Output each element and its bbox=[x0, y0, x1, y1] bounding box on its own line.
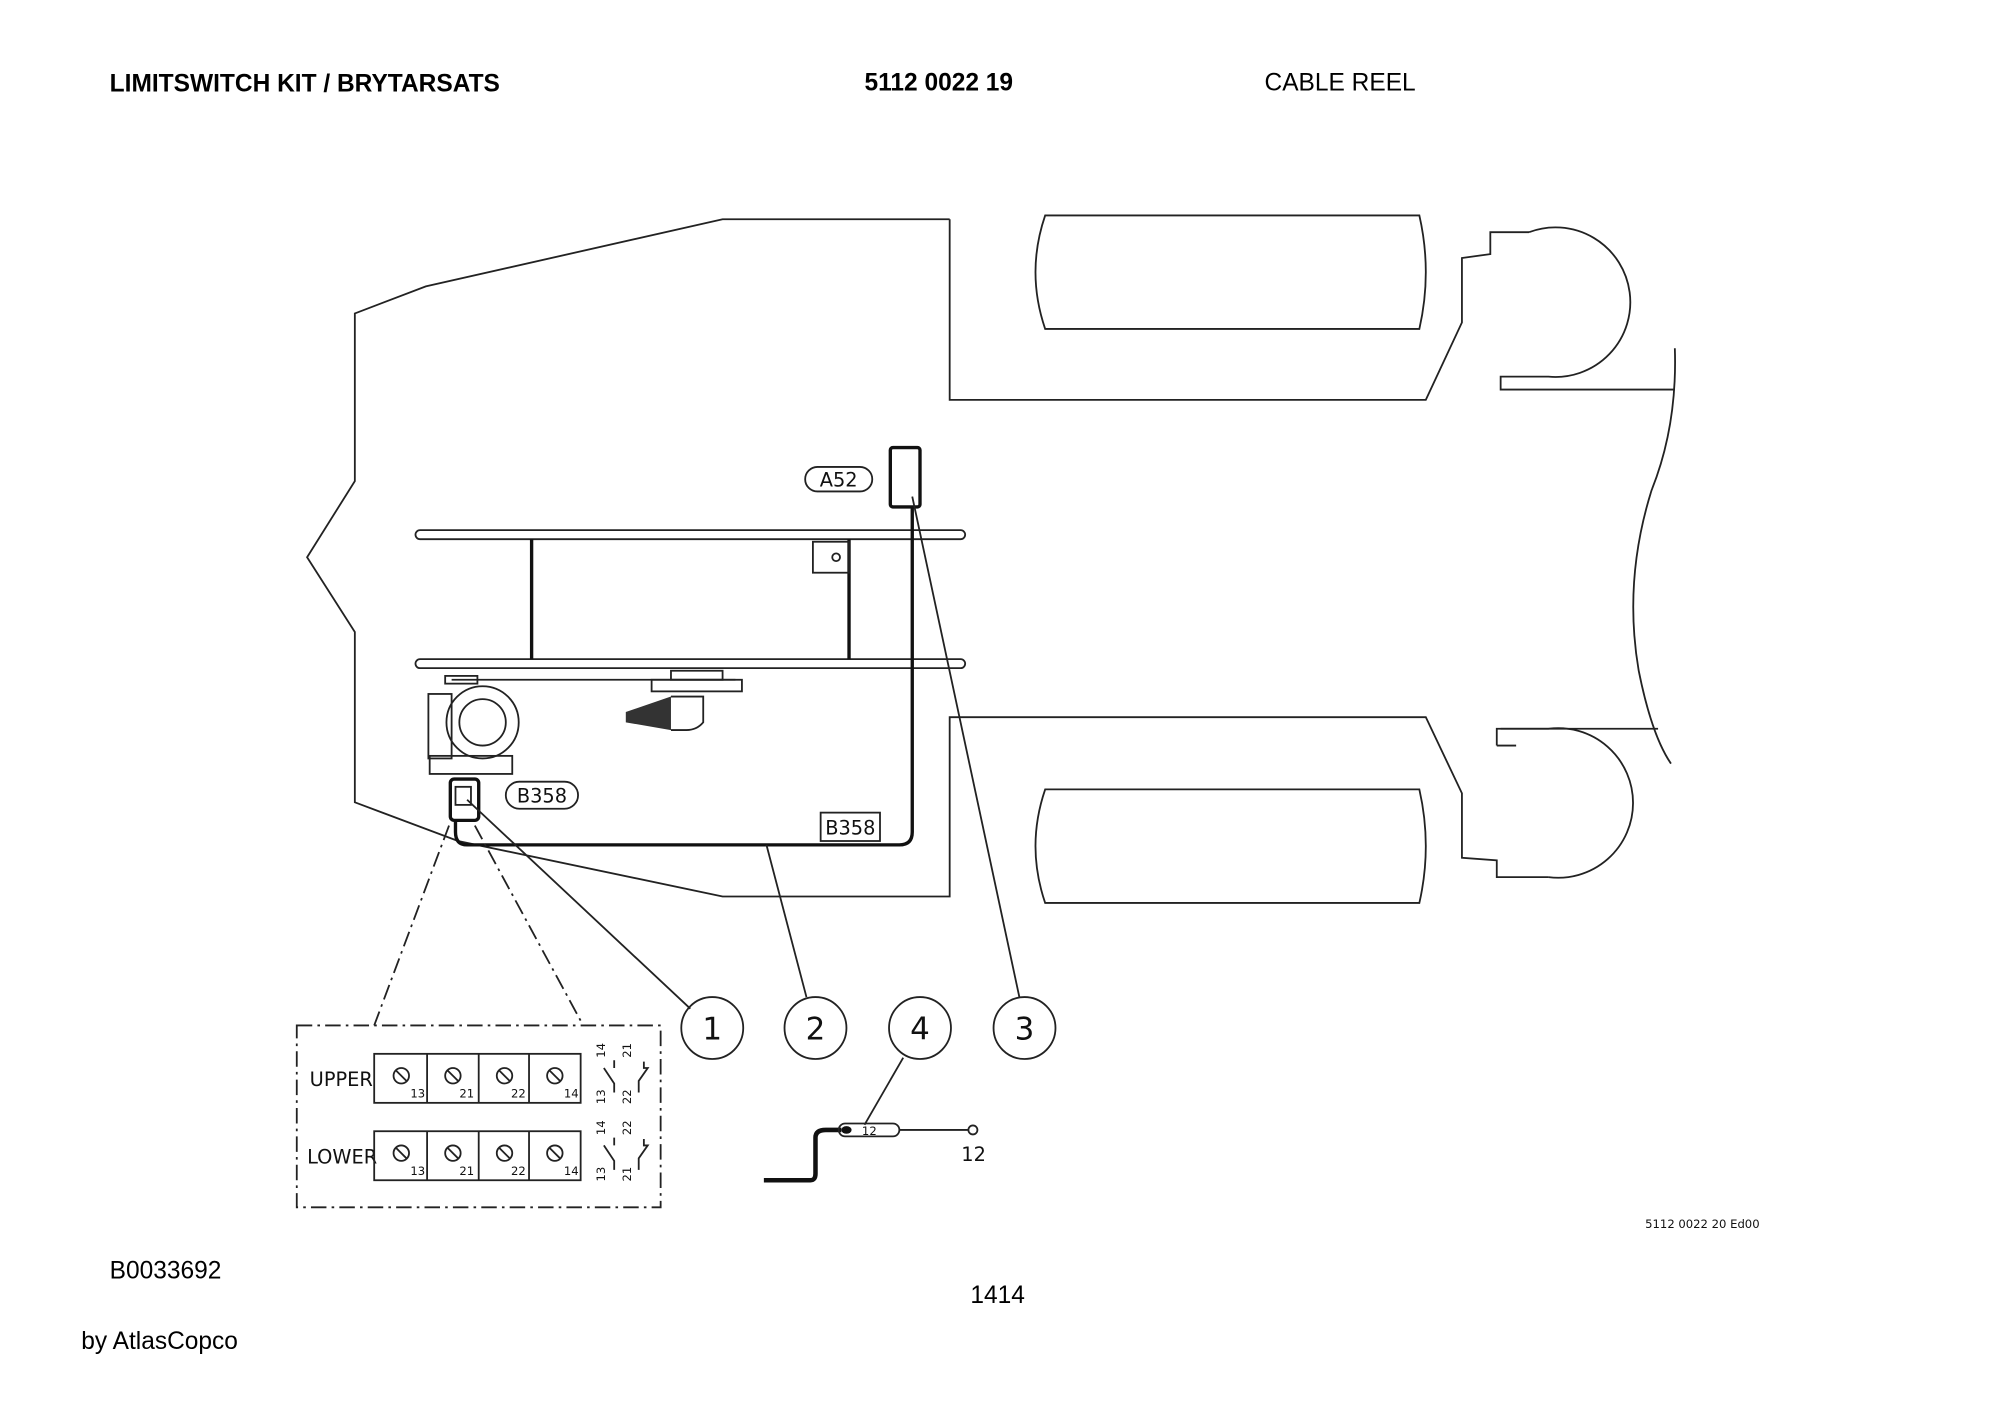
b358-box bbox=[819, 811, 881, 842]
svg-text:14: 14 bbox=[564, 1087, 579, 1101]
b358-box-label: B358 bbox=[825, 817, 875, 840]
cable-end-label: 12 bbox=[961, 1143, 986, 1166]
a52-component bbox=[888, 445, 922, 509]
svg-text:13: 13 bbox=[410, 1164, 425, 1178]
brand-text: by AtlasCopco bbox=[81, 1328, 238, 1355]
screw-icon bbox=[546, 1144, 564, 1162]
svg-text:22: 22 bbox=[511, 1164, 526, 1178]
svg-text:22: 22 bbox=[511, 1087, 526, 1101]
svg-text:22: 22 bbox=[620, 1089, 634, 1104]
kit-title: LIMITSWITCH KIT / BRYTARSATS bbox=[110, 71, 500, 98]
screw-icon bbox=[392, 1144, 410, 1162]
svg-text:2: 2 bbox=[806, 1012, 826, 1048]
a52-label: A52 bbox=[820, 468, 858, 491]
limit-switch-assembly bbox=[427, 685, 520, 823]
terminal-block-detail: UPPER 13 21 22 14 14 13 21 22 LOWER 13 2… bbox=[295, 1024, 662, 1209]
screw-icon bbox=[495, 1144, 514, 1162]
svg-text:21: 21 bbox=[620, 1043, 634, 1058]
svg-text:3: 3 bbox=[1015, 1012, 1035, 1048]
svg-text:13: 13 bbox=[410, 1087, 425, 1101]
reel-frame bbox=[414, 529, 967, 731]
screw-icon bbox=[444, 1144, 462, 1162]
a52-tag bbox=[804, 466, 874, 493]
document-id: B0033692 bbox=[110, 1257, 222, 1284]
upper-label: UPPER bbox=[310, 1068, 373, 1091]
callout-4: 4 bbox=[888, 996, 952, 1060]
machine-outline bbox=[306, 214, 1676, 904]
section-title: CABLE REEL bbox=[1265, 69, 1416, 96]
callout-2: 2 bbox=[783, 996, 848, 1060]
svg-text:21: 21 bbox=[459, 1164, 474, 1178]
page-number: 1414 bbox=[970, 1282, 1025, 1309]
svg-text:14: 14 bbox=[594, 1120, 608, 1135]
lower-label: LOWER bbox=[307, 1145, 377, 1168]
svg-text:13: 13 bbox=[594, 1089, 608, 1104]
svg-text:1: 1 bbox=[702, 1012, 722, 1048]
screw-icon bbox=[444, 1067, 462, 1085]
screw-icon bbox=[546, 1067, 564, 1085]
svg-text:13: 13 bbox=[594, 1167, 608, 1182]
b358-tag-label: B358 bbox=[517, 784, 567, 807]
callout-3: 3 bbox=[992, 996, 1057, 1060]
cable-marker-part: 12 12 bbox=[763, 1122, 986, 1183]
svg-text:14: 14 bbox=[564, 1164, 579, 1178]
cable bbox=[453, 506, 914, 847]
svg-text:21: 21 bbox=[620, 1167, 634, 1182]
svg-text:14: 14 bbox=[594, 1043, 608, 1058]
drawing-reference: 5112 0022 20 Ed00 bbox=[1645, 1217, 1759, 1231]
svg-text:21: 21 bbox=[459, 1087, 474, 1101]
callout-1: 1 bbox=[680, 996, 745, 1060]
part-number: 5112 0022 19 bbox=[865, 69, 1014, 96]
svg-text:4: 4 bbox=[910, 1012, 930, 1048]
screw-icon bbox=[495, 1067, 514, 1085]
b358-tag bbox=[504, 780, 579, 810]
marker-number: 12 bbox=[862, 1124, 877, 1138]
svg-text:22: 22 bbox=[620, 1120, 634, 1135]
screw-icon bbox=[392, 1067, 410, 1085]
